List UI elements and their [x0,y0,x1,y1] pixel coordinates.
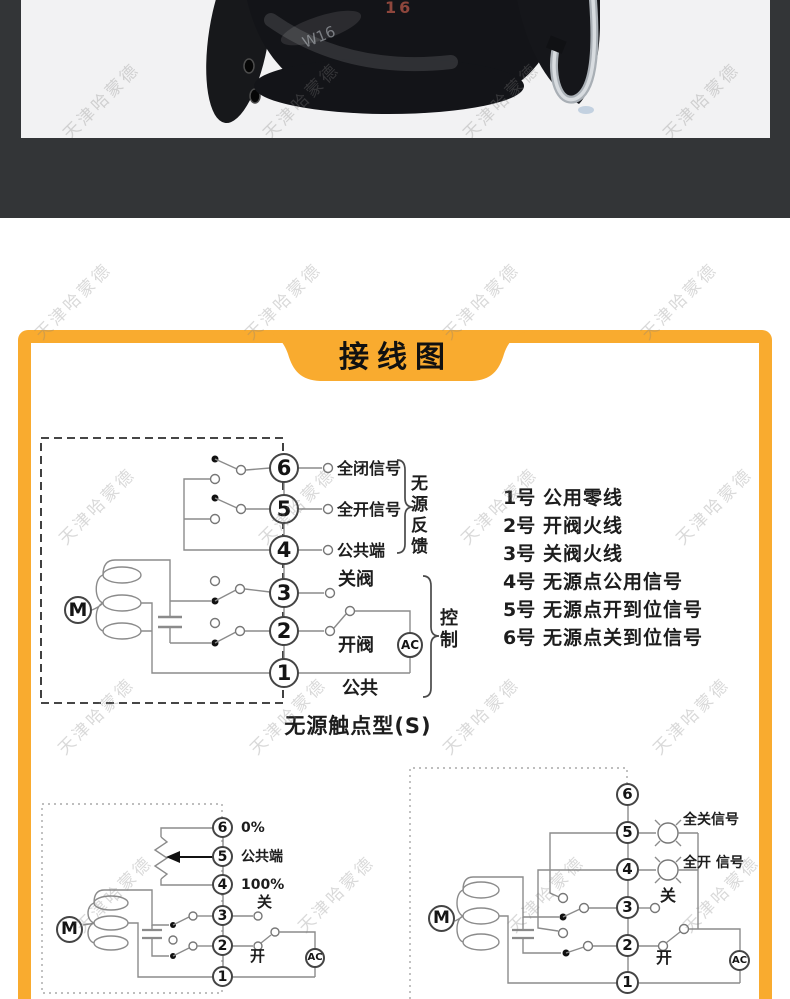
label-0-percent: 0% [241,820,265,836]
red-marking-text: 16 [385,0,413,17]
list-item: 3号关阀火线 [503,538,703,566]
list-item: 2号开阀火线 [503,510,703,538]
terminal-circle: 2 [269,616,299,646]
label-100-percent: 100% [241,877,285,893]
terminal-circle: 3 [269,578,299,608]
valve-photo: 16 W16 天津哈蒙德 天津哈蒙德 天津哈蒙德 天津哈蒙德 [21,0,770,138]
motor-circle: M [64,596,92,624]
list-item: 4号无源点公用信号 [503,566,703,594]
terminal-list: 1号公用零线 2号开阀火线 3号关阀火线 4号无源点公用信号 5号无源点开到位信… [503,482,703,650]
list-item: 1号公用零线 [503,482,703,510]
terminal-circle: 1 [269,658,299,688]
terminal-circle: 6 [616,783,639,806]
ac-circle: AC [729,950,750,971]
label-full-open-signal: 全开 信号 [683,855,744,871]
terminal-circle: 1 [616,971,639,994]
terminal-circle: 4 [616,858,639,881]
terminal-circle: 2 [616,934,639,957]
label-control: 控制 [437,608,458,652]
list-item-desc: 公用零线 [543,486,624,509]
label-close: 关 [660,886,677,905]
section-title: 接线图 [339,340,453,375]
label-open: 开 [250,947,266,965]
motor-circle: M [428,905,455,932]
list-item: 5号无源点开到位信号 [503,594,703,622]
label-common: 公共 [342,678,378,699]
label-passive-feedback: 无源反馈 [407,474,427,558]
label-full-close-signal: 全关信号 [683,812,739,828]
list-item-desc: 无源点关到位信号 [543,626,704,649]
list-item-num: 6号 [503,626,536,649]
label-full-close-signal: 全闭信号 [337,459,402,478]
list-item-num: 3号 [503,542,536,565]
diagram-caption: 无源触点型(S) [284,714,432,738]
terminal-circle: 6 [212,817,233,838]
list-item-desc: 无源点开到位信号 [543,598,704,621]
list-item-desc: 开阀火线 [543,514,624,537]
terminal-circle: 4 [269,535,299,565]
valve-illustration: 16 W16 [206,0,600,124]
label-close-valve: 关阀 [338,569,374,590]
terminal-circle: 5 [269,494,299,524]
list-item-desc: 无源点公用信号 [543,570,684,593]
ac-circle: AC [305,948,325,968]
label-open-valve: 开阀 [338,635,374,656]
terminal-circle: 2 [212,935,233,956]
wiring-section-frame [18,330,772,999]
label-common-terminal: 公共端 [337,541,386,560]
label-full-open-signal: 全开信号 [337,500,402,519]
label-common-terminal: 公共端 [241,849,283,865]
terminal-circle: 6 [269,453,299,483]
terminal-circle: 5 [212,846,233,867]
list-item-num: 4号 [503,570,536,593]
list-item-num: 2号 [503,514,536,537]
label-close: 关 [257,893,273,911]
list-item-num: 1号 [503,486,536,509]
list-item-desc: 关阀火线 [543,542,624,565]
terminal-circle: 4 [212,874,233,895]
motor-circle: M [56,916,83,943]
terminal-circle: 1 [212,966,233,987]
label-open: 开 [656,948,673,967]
terminal-circle: 5 [616,821,639,844]
terminal-circle: 3 [212,905,233,926]
section-title-tab [258,330,534,384]
list-item-num: 5号 [503,598,536,621]
terminal-circle: 3 [616,896,639,919]
list-item: 6号无源点关到位信号 [503,622,703,650]
ac-circle: AC [397,632,423,658]
